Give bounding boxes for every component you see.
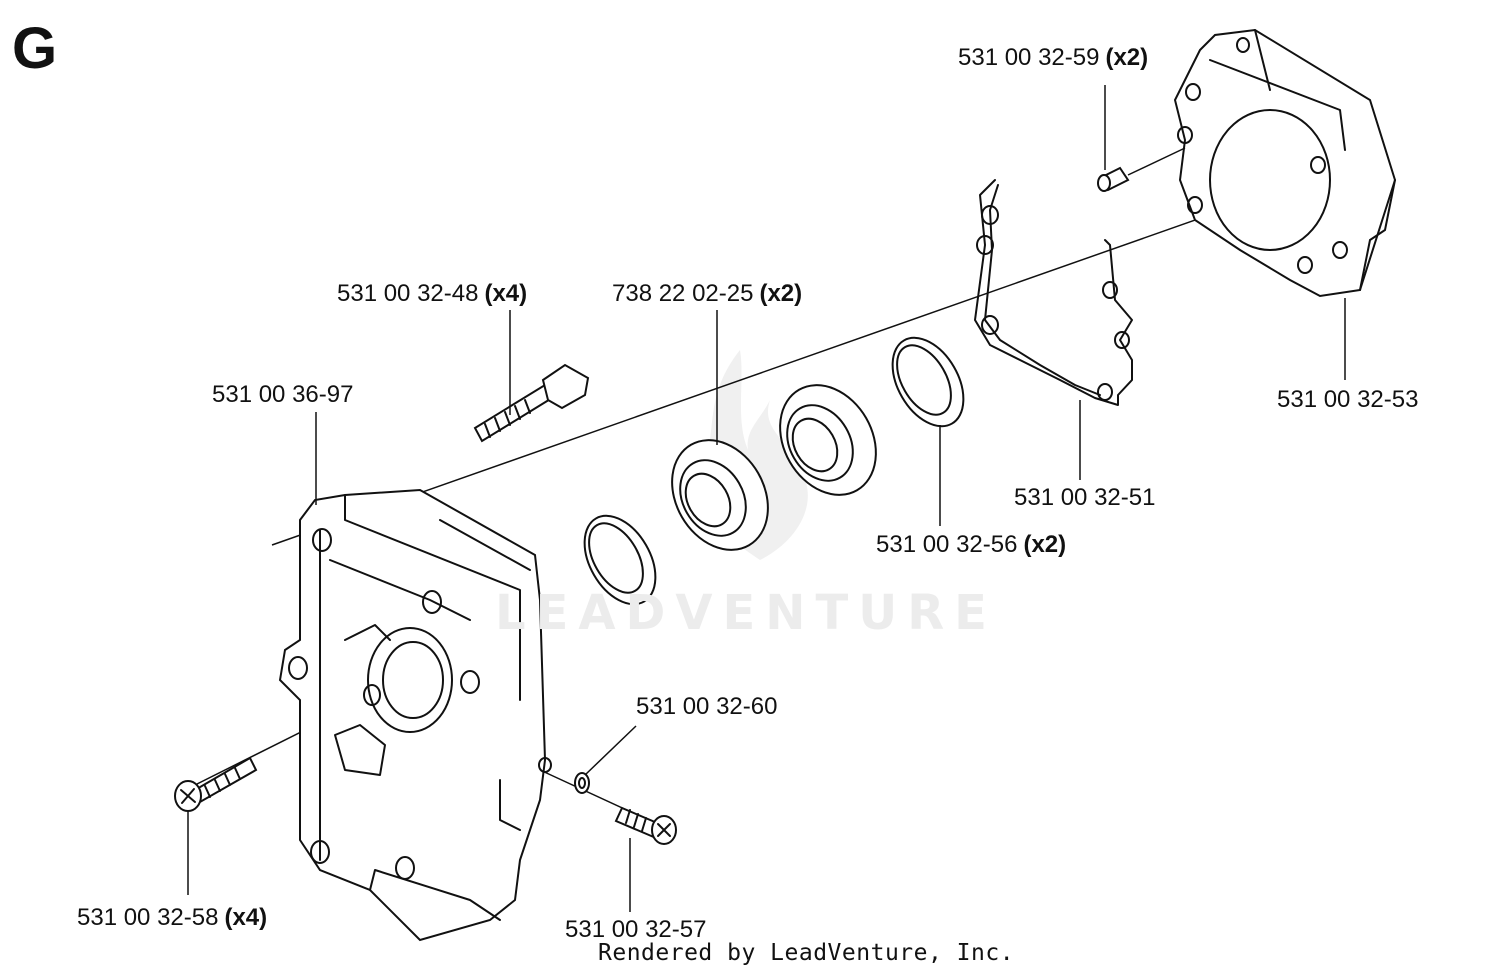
bearing-right	[779, 384, 877, 496]
part-label-531-00-32-57[interactable]: 531 00 32-57	[565, 918, 706, 942]
part-number: 531 00 32-60	[636, 693, 778, 720]
dowel-pin	[1097, 147, 1186, 192]
bearing-left	[671, 439, 769, 551]
part-qty: (x2)	[1023, 531, 1067, 558]
part-label-531-00-32-56[interactable]: 531 00 32-56(x2)	[876, 533, 1066, 557]
part-number: 531 00 32-53	[1277, 386, 1419, 413]
part-number: 531 00 36-97	[212, 381, 354, 408]
part-label-531-00-32-59[interactable]: 531 00 32-59(x2)	[958, 46, 1148, 70]
part-number: 531 00 32-58	[77, 904, 219, 931]
part-qty: (x2)	[759, 280, 803, 307]
part-number: 531 00 32-59	[958, 44, 1100, 71]
part-qty: (x2)	[1105, 44, 1149, 71]
section-letter: G	[12, 16, 58, 81]
hex-bolt	[473, 363, 590, 443]
leader-lines	[187, 85, 1346, 912]
part-label-531-00-32-58[interactable]: 531 00 32-58(x4)	[77, 906, 267, 930]
assembly-axis-line	[271, 161, 1361, 546]
part-number: 738 22 02-25	[612, 280, 754, 307]
crankcase-left	[278, 488, 552, 942]
part-label-531-00-36-97[interactable]: 531 00 36-97	[212, 383, 353, 407]
part-qty: (x4)	[224, 904, 268, 931]
seal-ring-left	[583, 514, 657, 606]
part-number: 531 00 32-57	[565, 916, 707, 943]
screw-57	[614, 806, 677, 845]
part-label-738-22-02-25[interactable]: 738 22 02-25(x2)	[612, 282, 802, 306]
watermark-text: LEADVENTURE	[495, 585, 997, 641]
part-qty: (x4)	[484, 280, 528, 307]
seal-ring-right	[891, 336, 965, 428]
part-label-531-00-32-60[interactable]: 531 00 32-60	[636, 695, 777, 719]
crankcase-right	[1173, 28, 1397, 298]
gasket	[974, 179, 1133, 406]
part-number: 531 00 32-48	[337, 280, 479, 307]
part-label-531-00-32-53[interactable]: 531 00 32-53	[1277, 388, 1418, 412]
part-label-531-00-32-51[interactable]: 531 00 32-51	[1014, 486, 1155, 510]
washer	[574, 772, 590, 794]
footer-credit: Rendered by LeadVenture, Inc.	[598, 940, 1015, 966]
part-number: 531 00 32-56	[876, 531, 1018, 558]
part-label-531-00-32-48[interactable]: 531 00 32-48(x4)	[337, 282, 527, 306]
part-number: 531 00 32-51	[1014, 484, 1156, 511]
screw-58	[174, 756, 258, 812]
